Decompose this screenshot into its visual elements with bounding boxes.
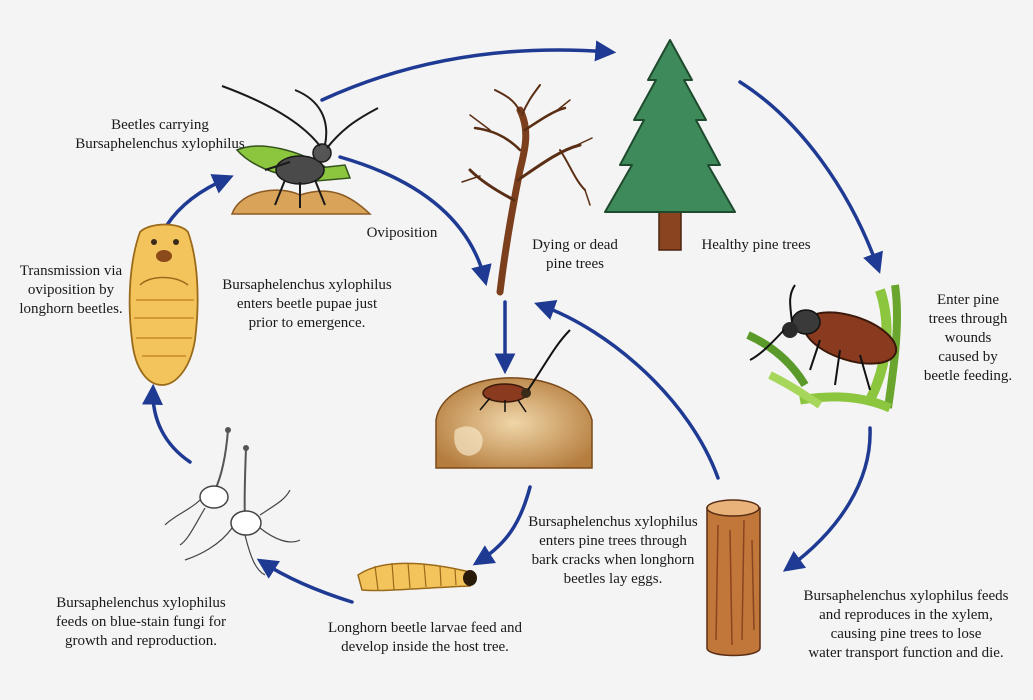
beetle-feeding-on-grass-illustration xyxy=(748,285,902,408)
arrow-pupa-to-beetle xyxy=(167,178,228,225)
arrow-larva-to-fungi xyxy=(262,562,352,602)
label-enter-through-wounds: Enter pine trees through wounds caused b… xyxy=(904,291,1032,386)
label-transmission-via-oviposition: Transmission via oviposition by longhorn… xyxy=(2,262,140,319)
arrow-fungi-to-pupa xyxy=(153,390,190,462)
blue-stain-fungi-illustration xyxy=(165,427,300,575)
label-beetles-carrying-nematode: Beetles carrying Bursaphelenchus xylophi… xyxy=(40,116,280,154)
beetle-larva-illustration xyxy=(358,563,477,591)
healthy-pine-tree-illustration xyxy=(605,40,735,250)
label-dying-pine-trees: Dying or dead pine trees xyxy=(516,236,634,274)
label-healthy-pine-trees: Healthy pine trees xyxy=(686,236,826,255)
arrow-beetle-to-healthy-tree xyxy=(322,50,610,100)
label-larvae-develop: Longhorn beetle larvae feed and develop … xyxy=(300,619,550,657)
label-feeds-in-xylem: Bursaphelenchus xylophilus feeds and rep… xyxy=(780,587,1032,663)
arrow-wounds-to-xylem xyxy=(788,428,870,568)
label-feeds-on-blue-stain-fungi: Bursaphelenchus xylophilus feeds on blue… xyxy=(28,594,254,651)
arrow-beetle-to-dying-tree xyxy=(340,157,485,280)
pine-log-illustration xyxy=(707,500,760,656)
label-enters-beetle-pupae: Bursaphelenchus xylophilus enters beetle… xyxy=(200,276,414,333)
label-enters-through-bark-cracks: Bursaphelenchus xylophilus enters pine t… xyxy=(513,513,713,589)
label-oviposition: Oviposition xyxy=(352,224,452,243)
wood-stump-with-beetle-illustration xyxy=(436,330,592,468)
